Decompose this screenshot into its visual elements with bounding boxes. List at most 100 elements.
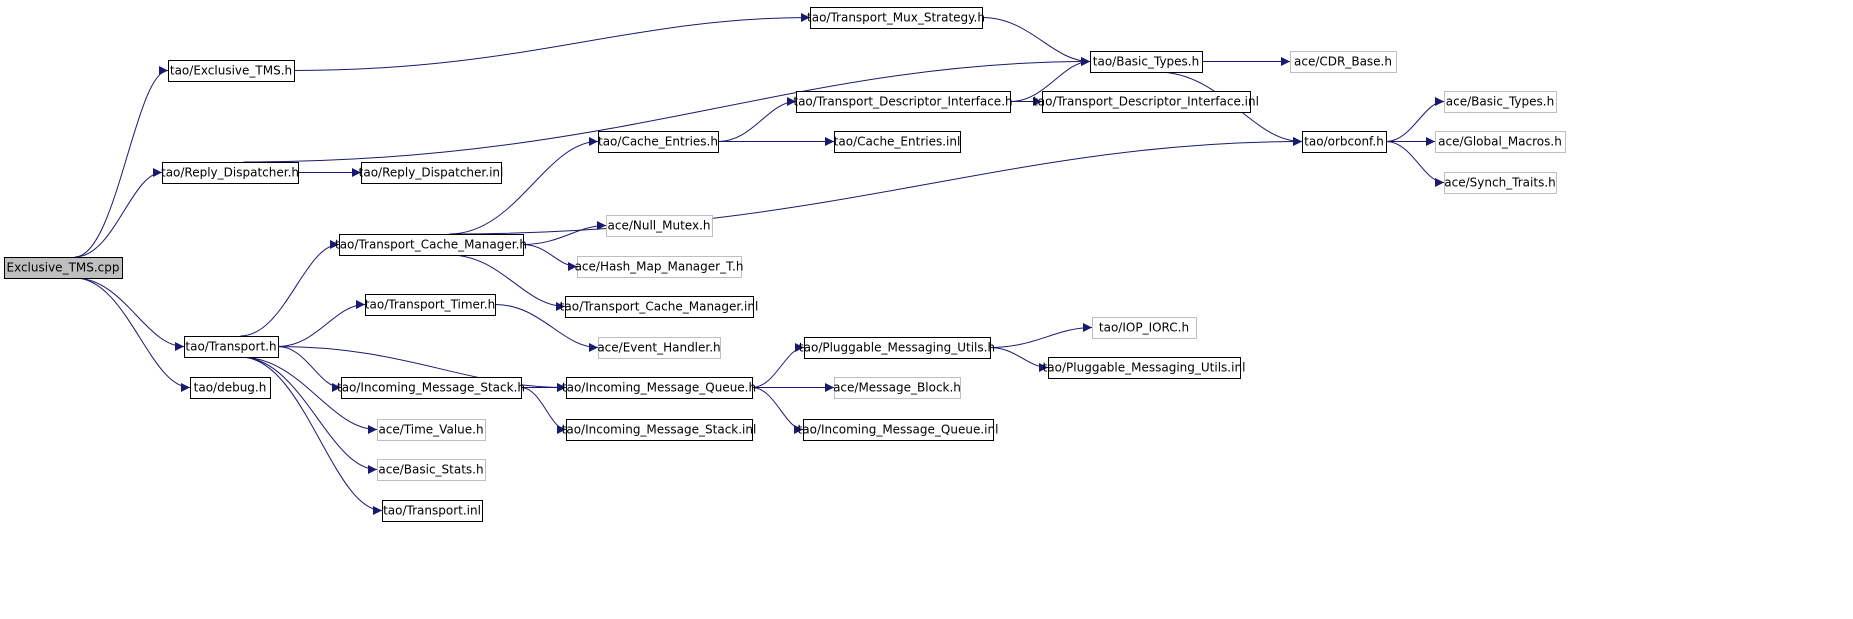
edge-tao_transport_h-to-tao_transport_cache_manager_h: [240, 240, 340, 337]
node-tao_exclusive_tms_h[interactable]: tao/Exclusive_TMS.h: [168, 60, 295, 82]
node-box[interactable]: [365, 294, 496, 316]
node-label: tao/Incoming_Message_Queue.h: [562, 381, 756, 395]
edge-root-to-tao_debug_h: [74, 277, 191, 392]
node-label: tao/Reply_Dispatcher.inl: [359, 166, 504, 180]
node-tao_transport_descriptor_interface_h[interactable]: tao/Transport_Descriptor_Interface.h: [793, 91, 1013, 113]
node-ace_synch_traits_h[interactable]: ace/Synch_Traits.h: [1444, 172, 1557, 194]
node-box[interactable]: [834, 377, 961, 399]
node-label: Exclusive_TMS.cpp: [6, 261, 119, 275]
node-label: tao/Transport_Cache_Manager.h: [335, 238, 527, 252]
edge-tao_transport_cache_manager_h-to-tao_transport_cache_manager_inl: [449, 254, 566, 311]
node-box[interactable]: [382, 500, 483, 522]
node-box[interactable]: [162, 162, 299, 184]
node-tao_incoming_message_stack_h[interactable]: tao/Incoming_Message_Stack.h: [337, 377, 525, 399]
node-box[interactable]: [1435, 131, 1566, 153]
node-label: tao/Pluggable_Messaging_Utils.h: [799, 341, 995, 355]
node-label: ace/Time_Value.h: [378, 423, 483, 437]
node-label: tao/debug.h: [194, 381, 267, 395]
node-tao_debug_h[interactable]: tao/debug.h: [190, 377, 271, 399]
node-box[interactable]: [810, 7, 983, 29]
node-box[interactable]: [377, 459, 486, 481]
node-tao_cache_entries_inl[interactable]: tao/Cache_Entries.inl: [834, 131, 961, 153]
node-box[interactable]: [341, 377, 522, 399]
edge-tao_transport_descriptor_interface_h-to-tao_basic_types_h: [1009, 57, 1091, 102]
node-ace_basic_stats_h[interactable]: ace/Basic_Stats.h: [377, 459, 486, 481]
node-box[interactable]: [1444, 172, 1557, 194]
node-tao_cache_entries_h[interactable]: tao/Cache_Entries.h: [598, 131, 719, 153]
node-label: ace/CDR_Base.h: [1294, 55, 1392, 69]
node-ace_cdr_base_h[interactable]: ace/CDR_Base.h: [1290, 51, 1397, 73]
node-tao_iop_iorc_h[interactable]: tao/IOP_IORC.h: [1092, 317, 1197, 339]
node-tao_incoming_message_queue_inl[interactable]: tao/Incoming_Message_Queue.inl: [798, 419, 999, 441]
edge-tao_incoming_message_queue_h-to-tao_pluggable_messaging_utils_h: [751, 343, 805, 388]
node-box[interactable]: [796, 91, 1011, 113]
edge-tao_transport_h-to-tao_transport_inl: [240, 356, 383, 515]
edge-tao_reply_dispatcher_h-to-tao_basic_types_h: [243, 57, 1091, 163]
node-tao_transport_timer_h[interactable]: tao/Transport_Timer.h: [365, 294, 496, 316]
node-root[interactable]: Exclusive_TMS.cpp: [4, 257, 123, 279]
node-ace_global_macros_h[interactable]: ace/Global_Macros.h: [1435, 131, 1566, 153]
node-tao_pluggable_messaging_utils_inl[interactable]: tao/Pluggable_Messaging_Utils.inl: [1043, 357, 1246, 379]
node-box[interactable]: [565, 296, 754, 318]
node-box[interactable]: [566, 377, 753, 399]
node-tao_transport_cache_manager_inl[interactable]: tao/Transport_Cache_Manager.inl: [560, 296, 759, 318]
node-tao_transport_inl[interactable]: tao/Transport.inl: [382, 500, 483, 522]
node-ace_time_value_h[interactable]: ace/Time_Value.h: [377, 419, 486, 441]
node-box[interactable]: [1092, 317, 1197, 339]
node-label: tao/Incoming_Message_Queue.inl: [798, 423, 999, 437]
edge-root-to-tao_exclusive_tms_h: [74, 66, 169, 258]
node-box[interactable]: [598, 131, 719, 153]
node-box[interactable]: [834, 131, 961, 153]
node-ace_message_block_h[interactable]: ace/Message_Block.h: [833, 377, 961, 399]
edges-layer: [74, 13, 1445, 515]
node-box[interactable]: [598, 337, 721, 359]
edge-tao_transport_cache_manager_h-to-tao_orbconf_h: [449, 137, 1303, 235]
node-ace_event_handler_h[interactable]: ace/Event_Handler.h: [597, 337, 721, 359]
node-box[interactable]: [1290, 51, 1397, 73]
node-box[interactable]: [377, 419, 486, 441]
node-label: ace/Basic_Stats.h: [378, 463, 483, 477]
edge-tao_transport_h-to-ace_basic_stats_h: [240, 356, 378, 474]
node-label: tao/Transport_Descriptor_Interface.inl: [1033, 95, 1259, 109]
edge-tao_transport_cache_manager_h-to-ace_hash_map_manager_t_h: [522, 244, 578, 271]
node-tao_transport_mux_strategy_h[interactable]: tao/Transport_Mux_Strategy.h: [807, 7, 985, 29]
node-tao_orbconf_h[interactable]: tao/orbconf.h: [1302, 131, 1387, 153]
node-ace_null_mutex_h[interactable]: ace/Null_Mutex.h: [606, 215, 713, 237]
node-tao_basic_types_h[interactable]: tao/Basic_Types.h: [1090, 51, 1203, 73]
node-tao_reply_dispatcher_h[interactable]: tao/Reply_Dispatcher.h: [161, 162, 299, 184]
node-tao_reply_dispatcher_inl[interactable]: tao/Reply_Dispatcher.inl: [359, 162, 504, 184]
node-label: tao/Cache_Entries.h: [598, 135, 718, 149]
node-box[interactable]: [803, 419, 994, 441]
node-box[interactable]: [804, 337, 991, 359]
node-box[interactable]: [577, 256, 742, 278]
node-box[interactable]: [184, 336, 279, 358]
node-box[interactable]: [1302, 131, 1387, 153]
node-ace_basic_types_h[interactable]: ace/Basic_Types.h: [1444, 91, 1557, 113]
node-ace_hash_map_manager_t_h[interactable]: ace/Hash_Map_Manager_T.h: [575, 256, 744, 278]
edge-tao_transport_h-to-tao_incoming_message_queue_h: [277, 346, 567, 392]
node-label: tao/IOP_IORC.h: [1099, 321, 1189, 335]
node-box[interactable]: [566, 419, 753, 441]
node-tao_transport_descriptor_interface_inl[interactable]: tao/Transport_Descriptor_Interface.inl: [1033, 91, 1259, 113]
node-label: tao/Incoming_Message_Stack.h: [337, 381, 525, 395]
node-label: tao/orbconf.h: [1304, 135, 1384, 149]
edge-root-to-tao_transport_h: [74, 277, 185, 351]
node-tao_transport_h[interactable]: tao/Transport.h: [184, 336, 279, 358]
node-box[interactable]: [606, 215, 713, 237]
node-box[interactable]: [361, 162, 502, 184]
node-label: tao/Reply_Dispatcher.h: [161, 166, 299, 180]
node-box[interactable]: [339, 234, 524, 256]
node-box[interactable]: [1444, 91, 1557, 113]
node-tao_pluggable_messaging_utils_h[interactable]: tao/Pluggable_Messaging_Utils.h: [799, 337, 995, 359]
node-box[interactable]: [168, 60, 295, 82]
node-box[interactable]: [1042, 91, 1251, 113]
node-label: tao/Exclusive_TMS.h: [170, 64, 292, 78]
edge-tao_cache_entries_h-to-tao_transport_descriptor_interface_h: [717, 97, 797, 142]
node-tao_transport_cache_manager_h[interactable]: tao/Transport_Cache_Manager.h: [335, 234, 527, 256]
node-box[interactable]: [4, 257, 123, 279]
node-box[interactable]: [190, 377, 271, 399]
node-tao_incoming_message_stack_inl[interactable]: tao/Incoming_Message_Stack.inl: [562, 419, 757, 441]
node-box[interactable]: [1090, 51, 1203, 73]
node-tao_incoming_message_queue_h[interactable]: tao/Incoming_Message_Queue.h: [562, 377, 756, 399]
node-box[interactable]: [1048, 357, 1241, 379]
